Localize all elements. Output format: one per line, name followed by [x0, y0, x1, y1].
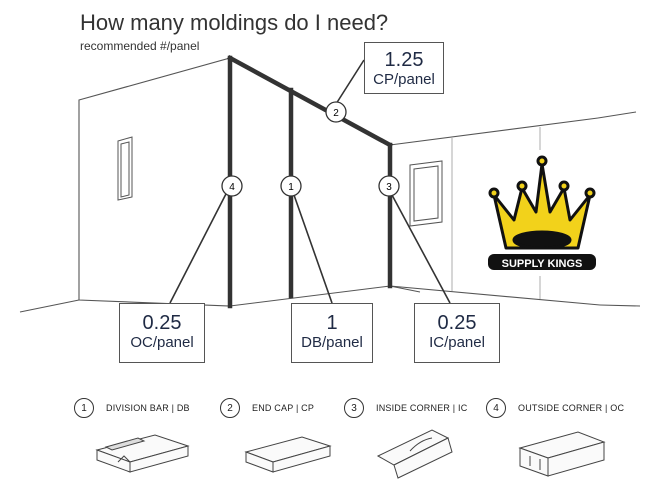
legend-number: 3	[344, 398, 364, 418]
svg-text:3: 3	[386, 182, 392, 193]
division-bar-callout: 1 DB/panel	[291, 303, 373, 363]
outside-corner-callout: 0.25 OC/panel	[119, 303, 205, 363]
legend-number: 1	[74, 398, 94, 418]
legend-item-division-bar: 1 DIVISION BAR | DB	[74, 396, 190, 420]
page-subtitle: recommended #/panel	[80, 39, 200, 53]
division-bar-unit: DB/panel	[301, 334, 363, 351]
supply-kings-logo: SUPPLY KINGS	[480, 150, 604, 276]
legend-label: DIVISION BAR | DB	[106, 403, 190, 413]
end-cap-rail	[226, 54, 394, 149]
outside-corner-unit: OC/panel	[130, 334, 194, 351]
page-title: How many moldings do I need?	[80, 10, 389, 35]
legend-number: 2	[220, 398, 240, 418]
left-window	[117, 136, 133, 201]
svg-text:2: 2	[333, 108, 339, 119]
end-cap-callout: 1.25 CP/panel	[364, 42, 444, 94]
left-wall	[78, 57, 231, 307]
legend-item-end-cap: 2 END CAP | CP	[220, 396, 314, 420]
logo-text: SUPPLY KINGS	[502, 258, 583, 270]
marker-3: 3	[378, 175, 400, 197]
legend-label: INSIDE CORNER | IC	[376, 403, 468, 413]
marker-2: 2	[325, 101, 347, 123]
legend-item-outside-corner: 4 OUTSIDE CORNER | OC	[486, 396, 624, 420]
back-wall	[229, 57, 391, 307]
svg-text:1: 1	[288, 182, 294, 193]
inside-corner-unit: IC/panel	[429, 334, 485, 351]
end-cap-unit: CP/panel	[373, 71, 435, 88]
end-cap-illustration	[244, 436, 332, 473]
division-bar-illustration	[95, 434, 190, 473]
legend-label: OUTSIDE CORNER | OC	[518, 403, 625, 413]
right-window	[409, 160, 443, 227]
right-wall	[389, 117, 601, 306]
end-cap-count: 1.25	[384, 49, 424, 71]
outside-corner-count: 0.25	[142, 312, 182, 334]
inside-corner-illustration	[376, 429, 453, 479]
marker-4: 4	[221, 175, 243, 197]
marker-1: 1	[280, 175, 302, 197]
svg-text:4: 4	[229, 182, 235, 193]
inside-corner-count: 0.25	[437, 312, 477, 334]
legend-item-inside-corner: 3 INSIDE CORNER | IC	[344, 396, 467, 420]
legend-label: END CAP | CP	[252, 403, 315, 413]
inside-corner-callout: 0.25 IC/panel	[414, 303, 500, 363]
legend-number: 4	[486, 398, 506, 418]
outside-corner-illustration	[518, 431, 606, 477]
crown-icon	[488, 155, 596, 250]
division-bar-count: 1	[326, 312, 338, 334]
